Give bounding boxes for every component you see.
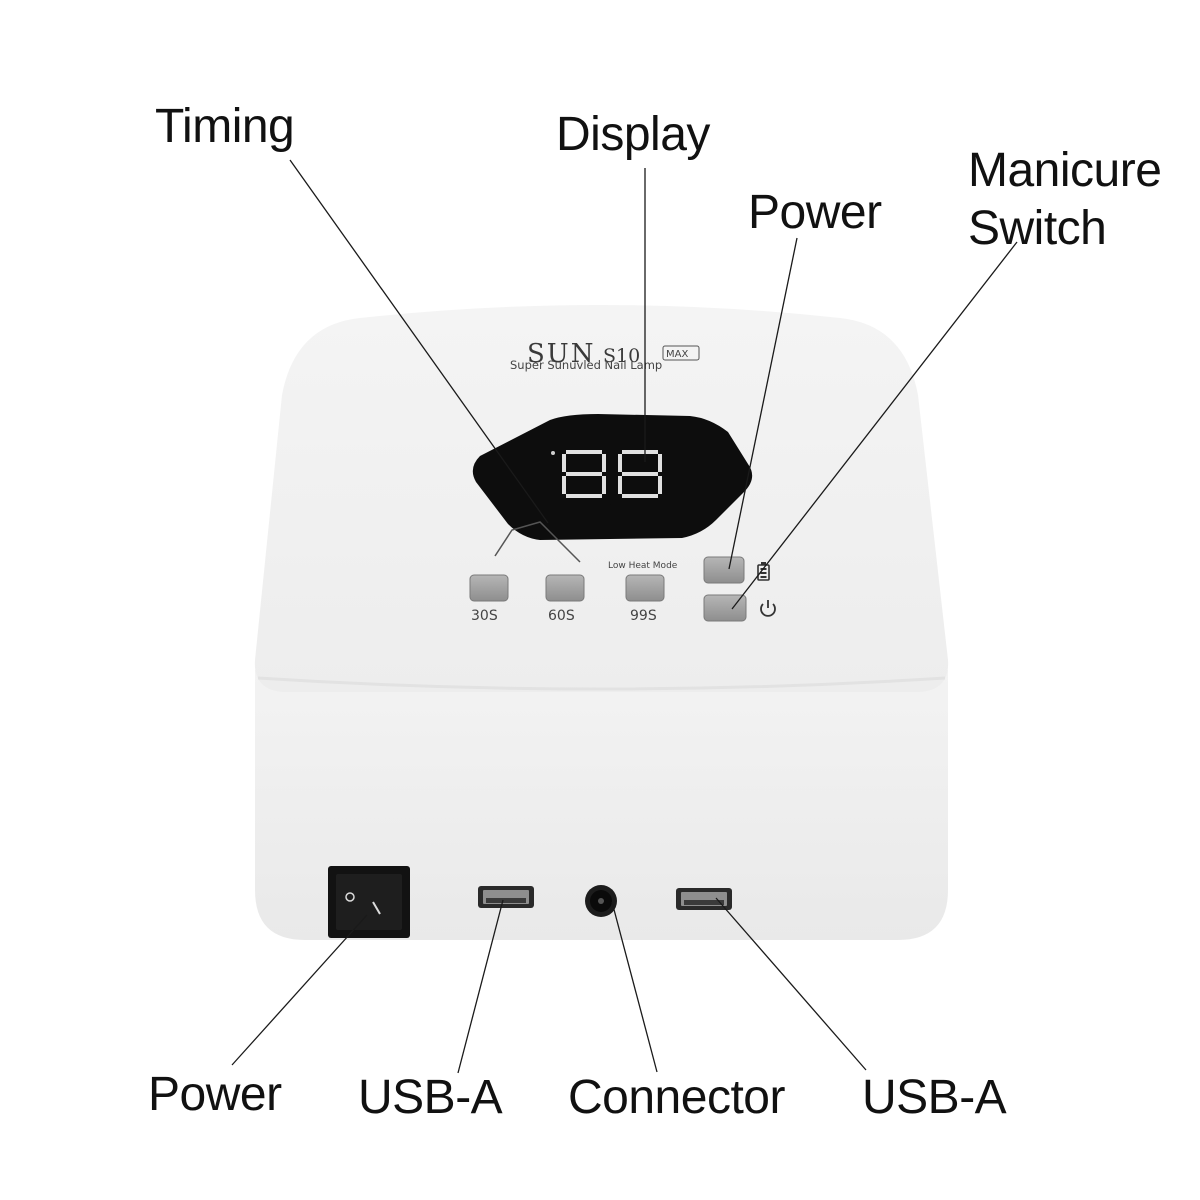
leader-usb-left — [457, 899, 504, 1074]
low-heat-label: Low Heat Mode — [608, 561, 678, 571]
timer-button-99s[interactable] — [625, 574, 665, 602]
display-dot — [551, 451, 555, 455]
label-connector: Connector — [568, 1071, 785, 1124]
dc-connector-port[interactable] — [585, 885, 617, 917]
display-digits: 88 — [610, 504, 612, 506]
timer-buttons: 30S 60S 99S — [469, 574, 665, 624]
display-panel — [472, 414, 753, 540]
digit-1 — [562, 450, 606, 498]
leader-lines — [231, 159, 1018, 1074]
nail-lamp-device — [254, 305, 949, 940]
leader-usb-right — [715, 897, 867, 1071]
brand-tagline: Super Sunuvled Nail Lamp — [510, 358, 662, 372]
usb-port-left[interactable] — [478, 886, 534, 908]
timer-label-30s: 30S — [471, 608, 498, 624]
label-power-bottom: Power — [148, 1068, 282, 1121]
timer-bracket — [494, 521, 581, 563]
switch-on-mark — [372, 901, 381, 915]
leader-manicure-switch — [731, 241, 1018, 610]
brand-logo: SUN S10 MAX Super Sunuvled Nail Lamp — [510, 339, 700, 372]
model-badge: MAX — [666, 349, 688, 360]
label-switch: Switch — [968, 202, 1106, 255]
brand-name: SUN — [527, 339, 595, 369]
rocker-power-switch[interactable] — [328, 866, 410, 938]
leader-timing — [289, 159, 549, 524]
timer-label-60s: 60S — [548, 608, 575, 624]
manicure-switch-button[interactable] — [703, 594, 747, 622]
device-front-face — [255, 670, 948, 940]
seven-segment-display — [551, 450, 662, 498]
switch-off-mark — [345, 892, 355, 902]
power-icon — [760, 600, 776, 617]
timer-button-60s[interactable] — [545, 574, 585, 602]
device-edge — [257, 676, 946, 691]
timer-label-99s: 99S — [630, 608, 657, 624]
display-diamond — [472, 414, 753, 540]
label-display: Display — [556, 108, 710, 161]
callout-labels: Timing Display Power Manicure Switch Pow… — [148, 100, 1162, 1124]
leader-connector — [611, 901, 658, 1073]
usb-port-right[interactable] — [676, 888, 732, 910]
timer-button-30s[interactable] — [469, 574, 509, 602]
label-power-top: Power — [748, 186, 882, 239]
label-manicure: Manicure — [968, 144, 1161, 197]
digit-2 — [618, 450, 662, 498]
low-heat-button[interactable] — [703, 556, 745, 584]
model-name: S10 — [603, 345, 640, 367]
model-badge-frame — [662, 345, 700, 361]
label-usb-left: USB-A — [358, 1071, 503, 1124]
leader-power-top — [728, 237, 798, 570]
label-usb-right: USB-A — [862, 1071, 1007, 1124]
leader-power-bottom — [231, 914, 368, 1066]
label-timing: Timing — [155, 100, 294, 153]
